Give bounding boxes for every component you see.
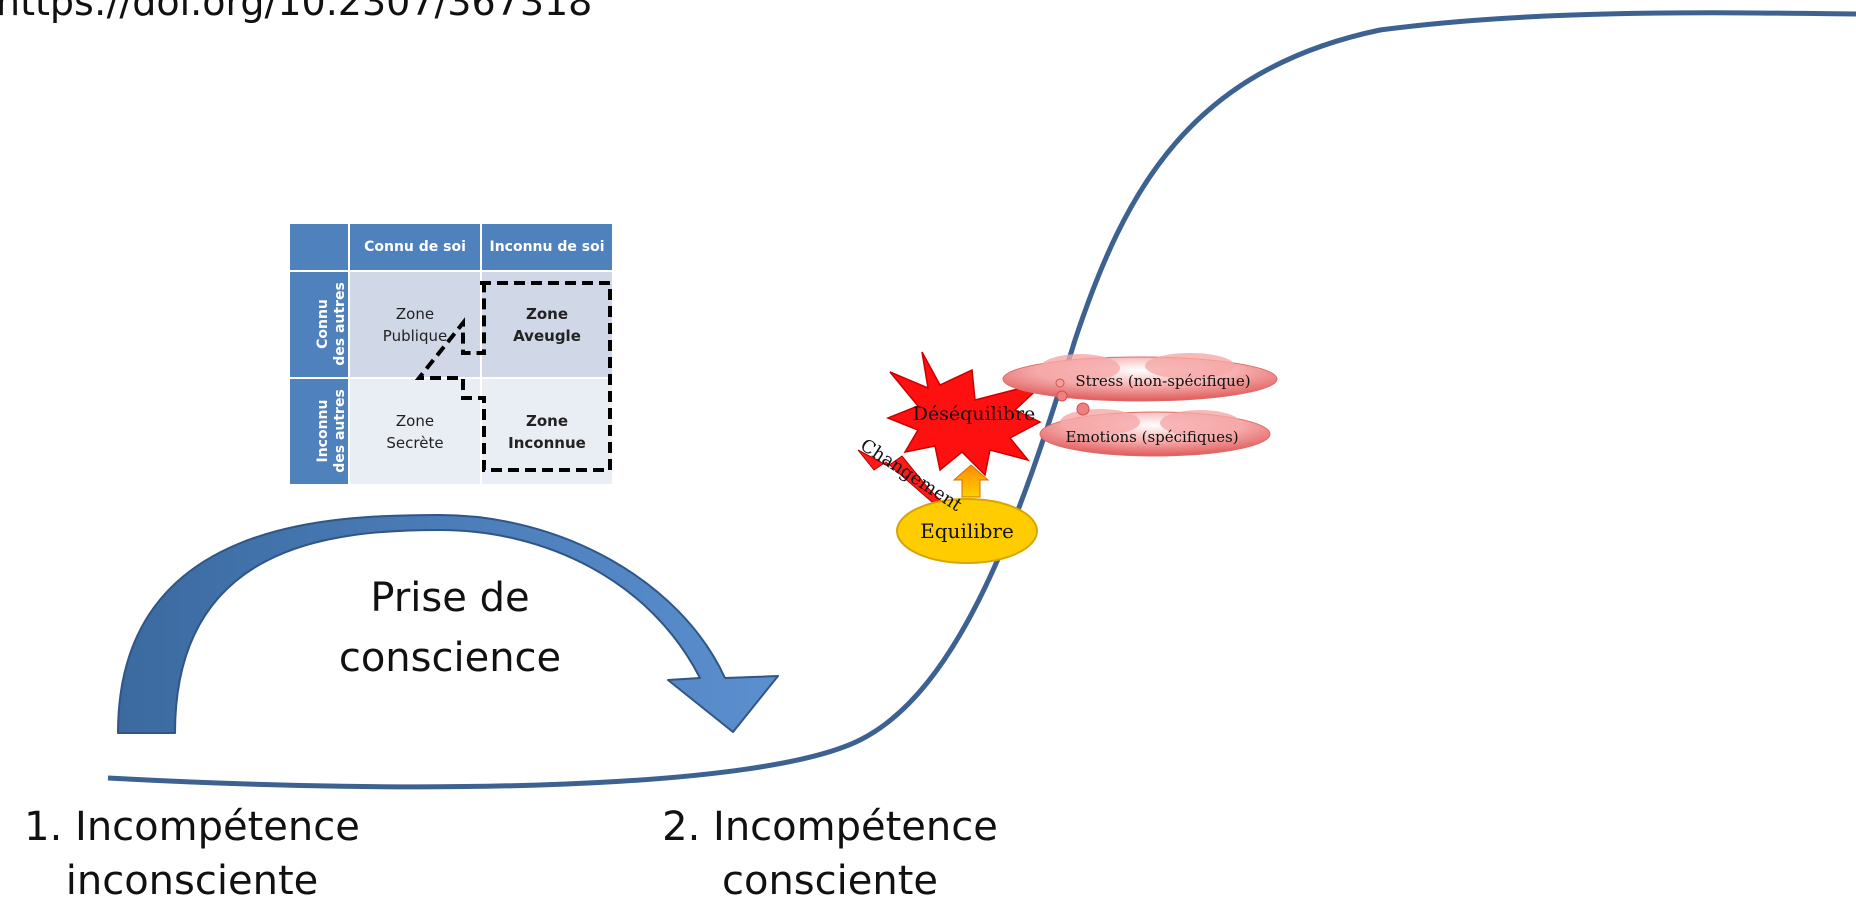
johari-cell-public: Zone Publique (348, 270, 482, 379)
johari-row-header: Connu des autres (288, 270, 350, 379)
stage-2-label: 2. Incompétence consciente (662, 804, 998, 904)
johari-corner-cell (288, 222, 350, 272)
johari-cell-secret: Zone Secrète (348, 377, 482, 486)
johari-row-header: Inconnu des autres (288, 377, 350, 486)
johari-cell-unknown: Zone Inconnue (480, 377, 614, 486)
thought-bubble-tiny (1055, 378, 1065, 388)
transition-arrow (117, 514, 779, 734)
johari-cell-blind: Zone Aveugle (480, 270, 614, 379)
doi-text: https://doi.org/10.2307/367318 (0, 0, 593, 24)
equilibre-ellipse (896, 498, 1038, 564)
burst-label: Déséquilibre (913, 403, 1036, 425)
stage-1-label: 1. Incompétence inconsciente (24, 804, 360, 904)
equilibre-label: Equilibre (920, 519, 1014, 543)
thought-bubble-medium (1076, 402, 1090, 416)
transition-label: Prise de conscience (338, 575, 562, 681)
burst-shape (885, 351, 1046, 477)
johari-col-header: Inconnu de soi (480, 222, 614, 272)
stress-cloud-label: Stress (non-spécifique) (1075, 372, 1250, 390)
thought-bubble-small (1056, 390, 1068, 402)
up-arrow-icon (952, 464, 990, 498)
emotions-cloud-label: Emotions (spécifiques) (1065, 428, 1238, 446)
stress-cloud (1002, 353, 1278, 402)
johari-window: Connu de soi Inconnu de soi Connu des au… (288, 222, 614, 486)
johari-col-header: Connu de soi (348, 222, 482, 272)
emotions-cloud (1039, 409, 1271, 457)
